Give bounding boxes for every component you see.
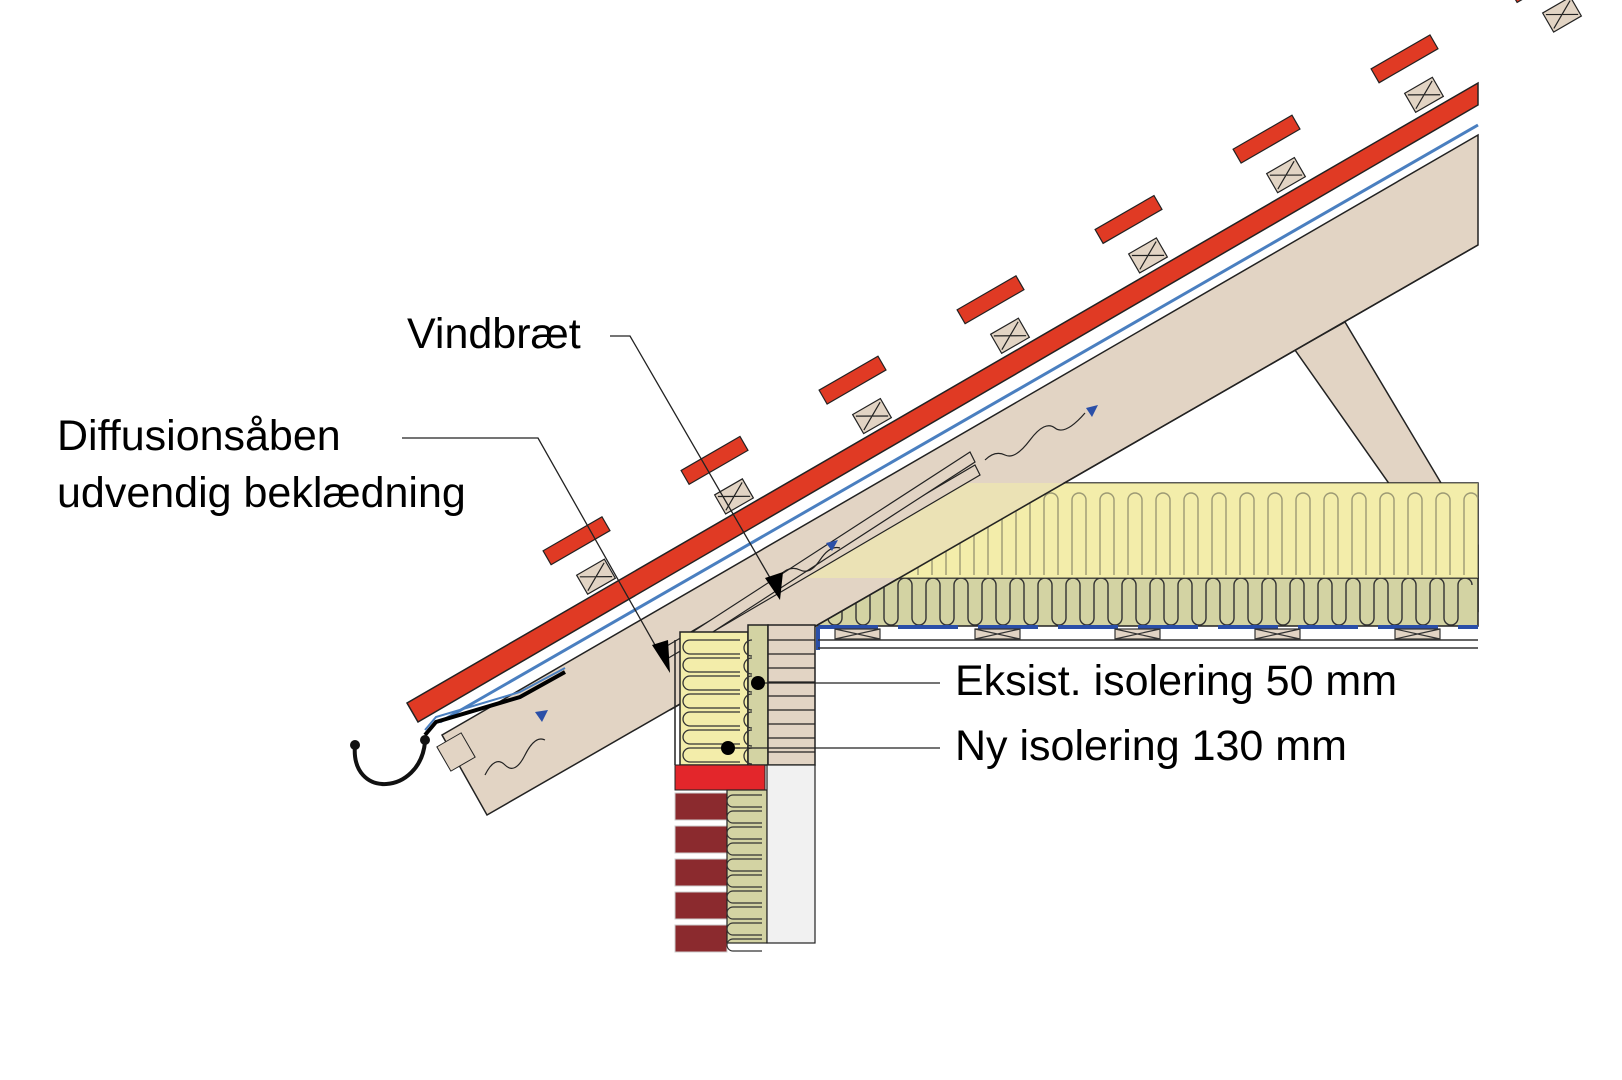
tile-lap <box>542 515 611 566</box>
batten-cross <box>1131 241 1165 270</box>
tile-lap <box>680 435 749 486</box>
insulation-coil <box>682 747 740 763</box>
batten-cross <box>1269 160 1303 190</box>
insulation-coil <box>1079 577 1109 626</box>
insulation-coil <box>682 711 740 727</box>
insulation-coil <box>1163 577 1193 626</box>
insulation-coil <box>1303 577 1333 626</box>
tile-lap <box>1232 114 1301 164</box>
ceiling-batten-cross <box>1114 628 1161 640</box>
label-eksist-isolering: Eksist. isolering 50 mm <box>955 657 1398 705</box>
insulation-coil <box>1023 577 1053 626</box>
insulation-coil <box>743 657 753 675</box>
insulation-coil <box>1415 577 1445 626</box>
insulation-coil <box>726 810 762 824</box>
gutter <box>352 741 427 786</box>
insulation-coil <box>1191 577 1221 626</box>
leader-diffusion <box>402 437 669 669</box>
insulation-coil <box>911 577 941 626</box>
insulation-coil <box>682 639 740 655</box>
insulation-coil <box>726 922 762 936</box>
insulation-coil <box>682 657 740 673</box>
wall-top-insulation <box>679 631 749 766</box>
insulation-coil <box>1247 577 1277 626</box>
insulation-coil <box>743 639 753 657</box>
insulation-coil <box>1275 577 1305 626</box>
insulation-coil <box>1135 577 1165 626</box>
label-ny-isolering: Ny isolering 130 mm <box>955 722 1347 770</box>
brick <box>674 924 728 953</box>
wall-red-band <box>674 764 766 791</box>
insulation-coil <box>726 938 762 952</box>
insulation-coil <box>1443 577 1473 626</box>
tile-lap <box>1370 34 1439 84</box>
tile-lap <box>1094 194 1163 245</box>
diffusion-membrane <box>439 123 1479 724</box>
batten-cross <box>579 562 613 591</box>
insulation-coil <box>743 675 753 693</box>
batten-cross <box>1545 0 1579 29</box>
wall-insulation <box>726 789 768 944</box>
tile-lap <box>956 275 1025 325</box>
insulation-coil <box>682 693 740 709</box>
insulation-coil <box>743 711 753 729</box>
insulation-coil <box>939 577 969 626</box>
inner-wall <box>766 764 816 944</box>
leader-vindbraet <box>610 335 781 596</box>
insulation-coil <box>995 577 1025 626</box>
insulation-coil <box>726 826 762 840</box>
roof-tiles <box>405 81 1479 724</box>
insulation-coil <box>743 693 753 711</box>
insulation-coil <box>1219 577 1249 626</box>
brick <box>674 825 728 854</box>
ceiling-batten-cross <box>1394 628 1441 640</box>
insulation-coil <box>726 890 762 904</box>
batten-cross <box>993 321 1027 350</box>
insulation-coil <box>1107 577 1137 626</box>
insulation-coil <box>726 874 762 888</box>
brick <box>674 792 728 821</box>
tile-lap <box>818 355 887 405</box>
insulation-coil <box>743 729 753 747</box>
ceiling-batten-cross <box>834 628 881 640</box>
wall-plate <box>767 624 816 766</box>
batten-cross <box>1407 80 1441 110</box>
ceiling-batten-cross <box>974 628 1021 640</box>
brick <box>674 858 728 887</box>
insulation-coil <box>726 858 762 872</box>
insulation-coil <box>682 675 740 691</box>
insulation-coil <box>682 729 740 745</box>
insulation-coil <box>1359 577 1389 626</box>
insulation-coil <box>1051 577 1081 626</box>
insulation-coil <box>726 906 762 920</box>
label-vindbraet: Vindbræt <box>407 310 581 358</box>
brick <box>674 891 728 920</box>
batten-cross <box>855 401 889 431</box>
ceiling-batten-cross <box>1254 628 1301 640</box>
batten <box>1541 0 1583 33</box>
label-diffusion-line1: Diffusionsåben <box>57 412 341 460</box>
insulation-coil <box>1387 577 1417 626</box>
label-diffusion-line2: udvendig beklædning <box>57 469 466 517</box>
insulation-coil <box>726 842 762 856</box>
insulation-coil <box>1331 577 1361 626</box>
insulation-coil <box>883 577 913 626</box>
insulation-coil <box>967 577 997 626</box>
insulation-coil <box>726 794 762 808</box>
